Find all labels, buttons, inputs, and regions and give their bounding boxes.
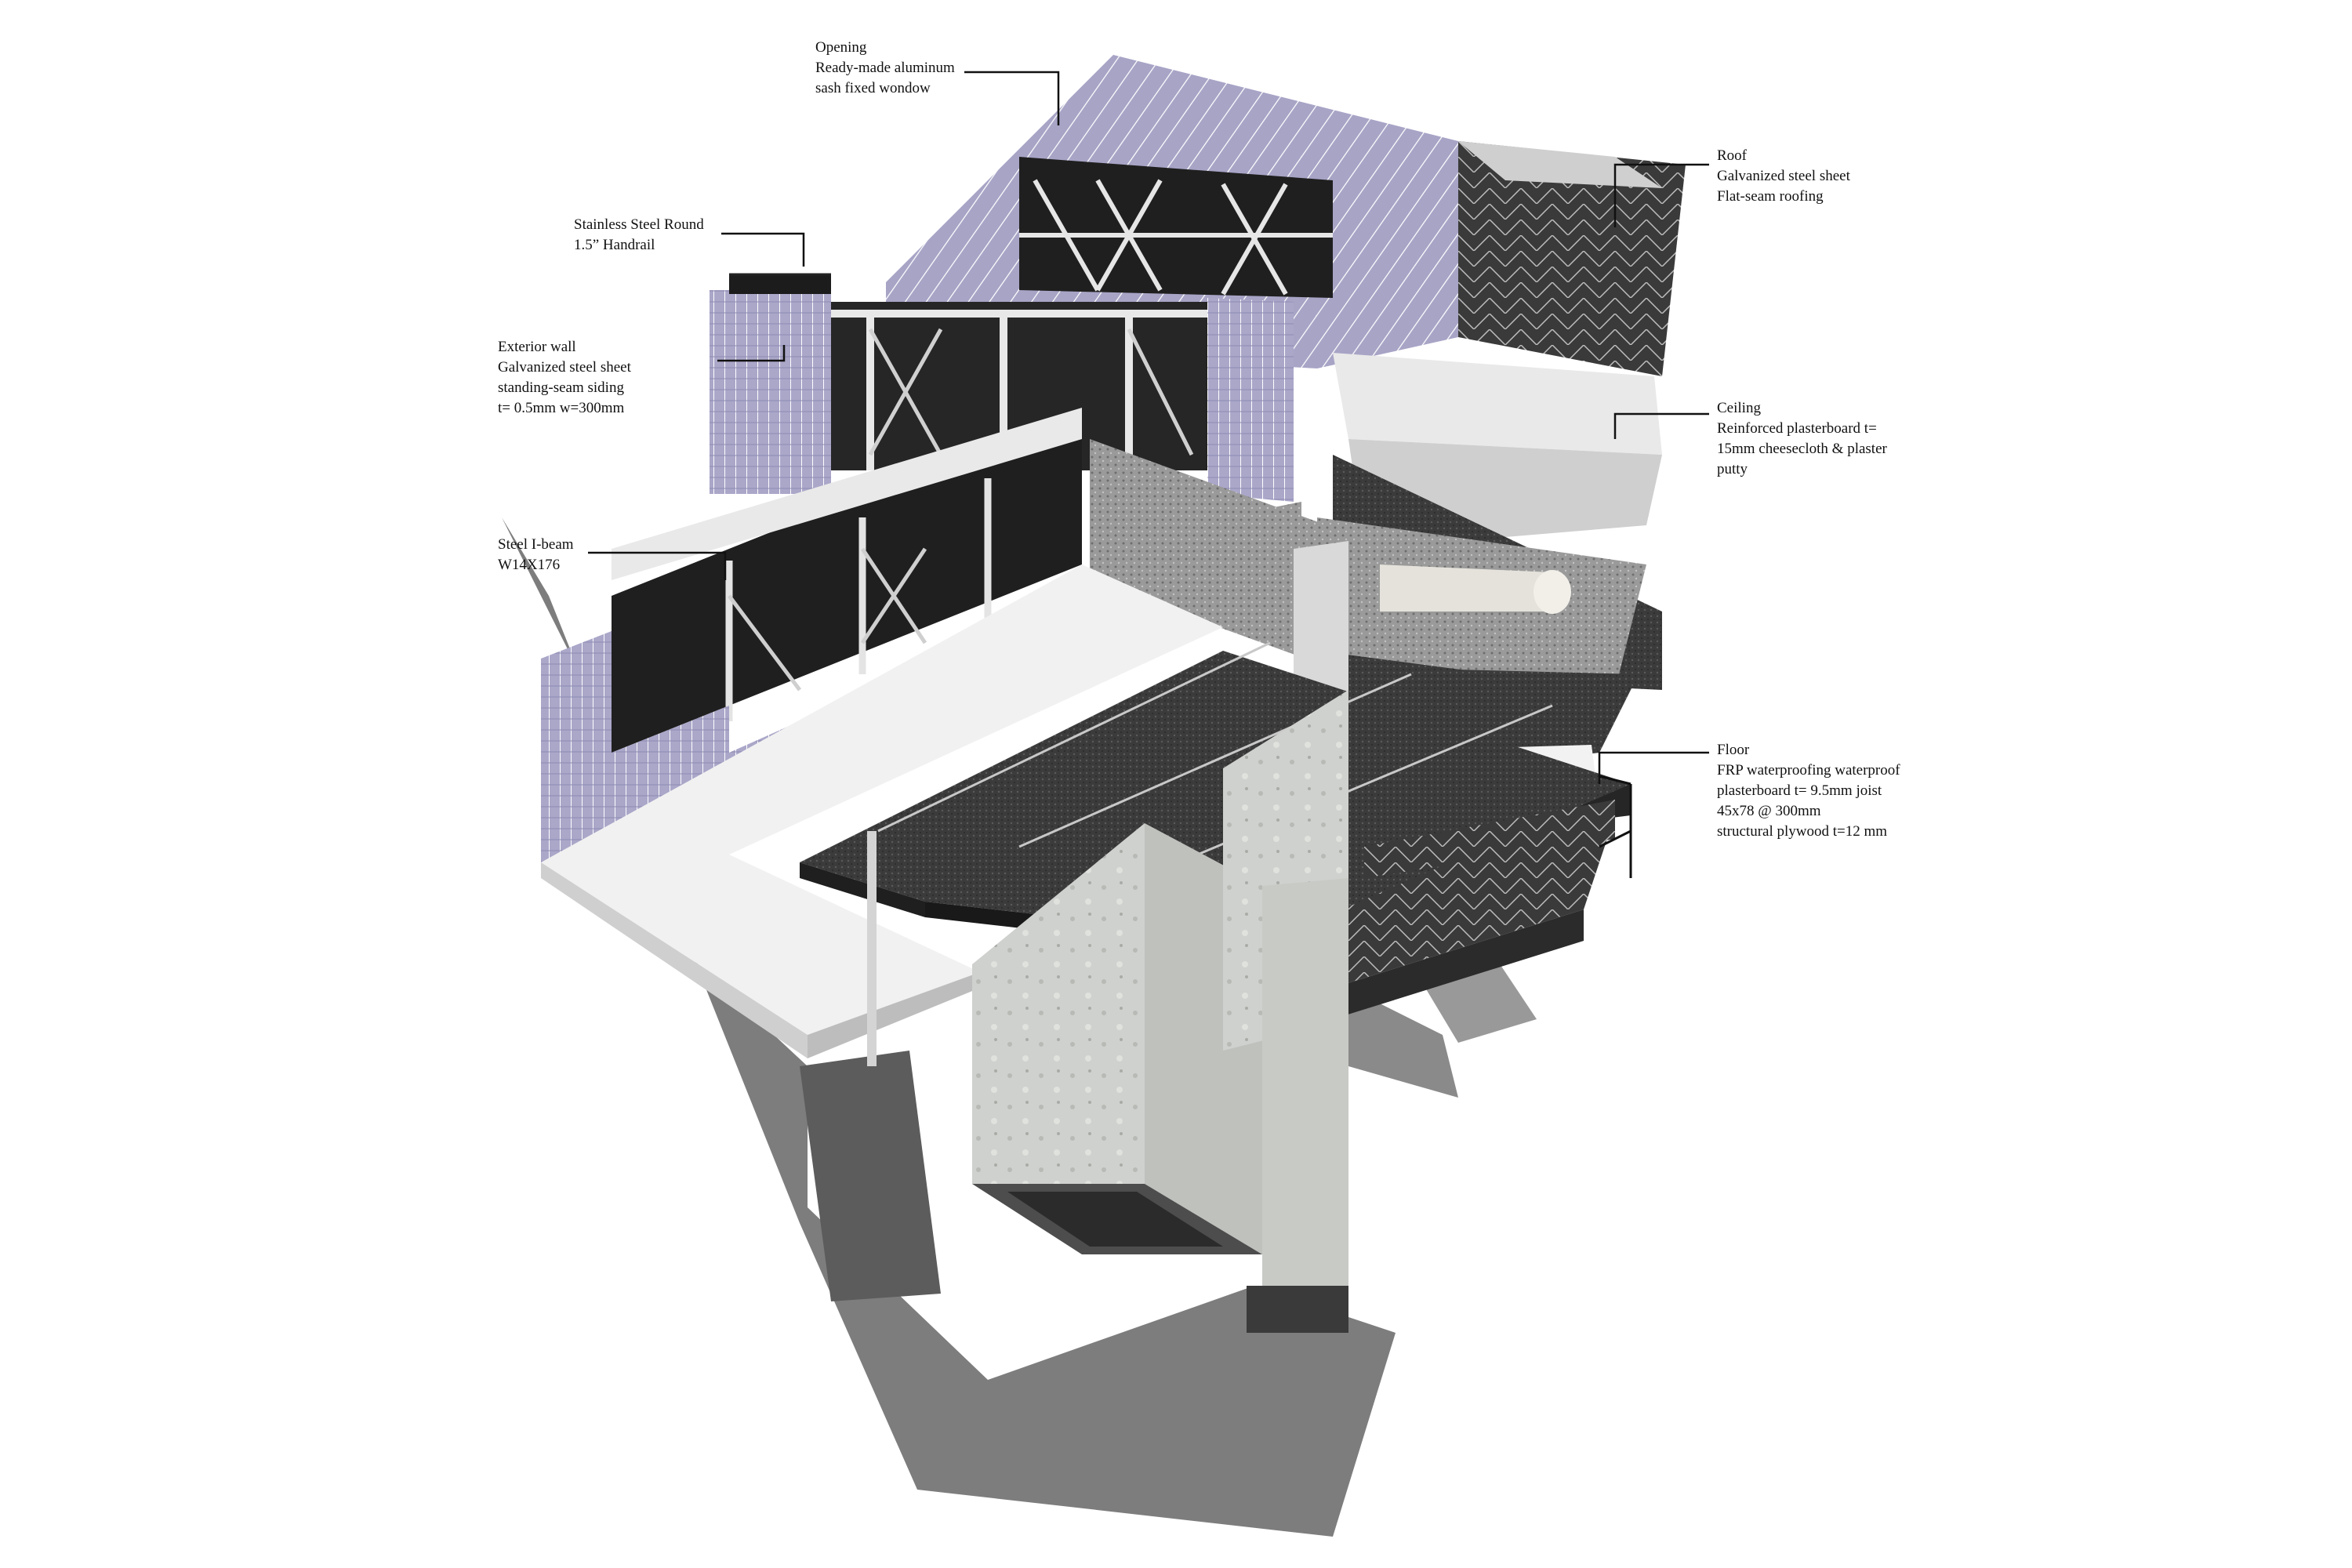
annotation-floor-line-5: structural plywood t=12 mm (1717, 823, 1888, 840)
annotation-steel-beam: Steel I-beam W14X176 (498, 535, 574, 575)
annotation-opening-line-3: sash fixed wondow (815, 80, 931, 96)
leader-opening (964, 71, 1060, 125)
annotation-ceiling-line-3: 15mm cheesecloth & plaster (1717, 441, 1887, 457)
white-floor-slab (541, 564, 1223, 1058)
annotation-handrail-line-2: 1.5” Handrail (574, 237, 655, 253)
annotation-exterior-wall-line-3: standing-seam siding (498, 379, 624, 396)
annotation-opening-line-1: Opening (815, 39, 867, 56)
annotation-roof-line-2: Galvanized steel sheet (1717, 168, 1850, 184)
annotation-opening: Opening Ready-made aluminum sash fixed w… (815, 38, 955, 99)
annotation-steel-beam-line-1: Steel I-beam (498, 536, 574, 553)
annotation-exterior-wall-line-1: Exterior wall (498, 339, 576, 355)
annotation-floor-line-3: plasterboard t= 9.5mm joist (1717, 782, 1882, 799)
leader-handrail (721, 232, 805, 267)
leader-lines (588, 71, 1709, 784)
leader-ceiling (1613, 412, 1709, 439)
annotation-ceiling-line-2: Reinforced plasterboard t= (1717, 420, 1877, 437)
annotation-steel-beam-line-2: W14X176 (498, 557, 561, 573)
annotation-exterior-wall-line-4: t= 0.5mm w=300mm (498, 400, 625, 416)
right-floors (1317, 353, 1662, 1019)
annotation-handrail-line-1: Stainless Steel Round (574, 216, 704, 233)
leader-exterior-wall (717, 345, 786, 362)
annotation-roof-line-1: Roof (1717, 147, 1747, 164)
annotation-floor-line-4: 45x78 @ 300mm (1717, 803, 1821, 819)
annotation-exterior-wall: Exterior wall Galvanized steel sheet sta… (498, 337, 631, 419)
annotation-roof-line-3: Flat-seam roofing (1717, 188, 1824, 205)
annotation-roof: Roof Galvanized steel sheet Flat-seam ro… (1717, 146, 1850, 207)
roof-volume (886, 55, 1686, 376)
dark-floor-slab (800, 641, 1631, 956)
annotation-floor-line-1: Floor (1717, 742, 1750, 758)
annotation-ceiling: Ceiling Reinforced plasterboard t= 15mm … (1717, 398, 1887, 480)
annotation-floor-line-2: FRP waterproofing waterproof (1717, 762, 1900, 779)
annotation-ceiling-line-4: putty (1717, 461, 1748, 477)
leader-floor (1598, 751, 1709, 784)
railings (1599, 775, 1632, 878)
leader-steel-beam (588, 551, 727, 580)
annotation-exterior-wall-line-2: Galvanized steel sheet (498, 359, 631, 376)
annotation-handrail: Stainless Steel Round 1.5” Handrail (574, 215, 704, 256)
concrete-core (867, 690, 1348, 1333)
leader-roof (1613, 163, 1709, 227)
upper-module (710, 273, 1294, 502)
annotation-ceiling-line-1: Ceiling (1717, 400, 1761, 416)
annotation-opening-line-2: Ready-made aluminum (815, 60, 955, 76)
annotation-floor: Floor FRP waterproofing waterproof plast… (1717, 740, 1900, 842)
